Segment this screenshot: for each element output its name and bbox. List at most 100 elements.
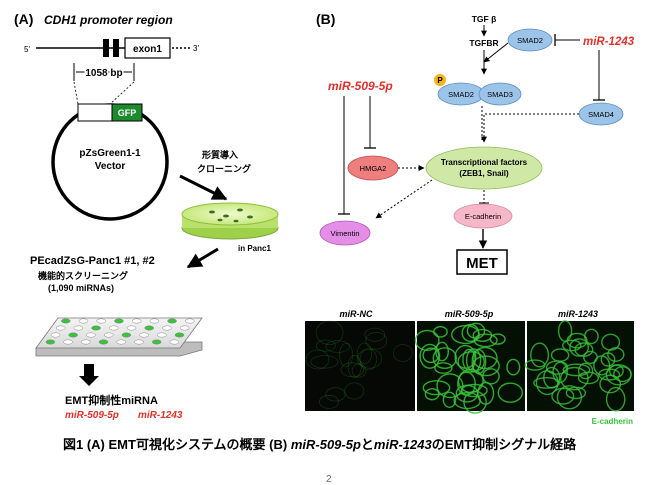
caption-mir2: miR-1243: [373, 437, 432, 452]
cell-outline: [357, 348, 383, 369]
plate-well: [61, 318, 71, 324]
smad2-top-node: [507, 28, 553, 52]
promoter-block-1: [103, 39, 109, 57]
plate-well: [167, 318, 177, 324]
plate-well: [174, 332, 185, 338]
plate-well: [157, 332, 167, 338]
cell-outline: [457, 351, 486, 373]
result-mir-1243: miR-1243: [138, 410, 183, 421]
micro-cells-nc: [305, 320, 413, 409]
vector-name-line2: Vector: [95, 161, 126, 172]
smad3-node: [478, 82, 522, 106]
cell-outline: [347, 354, 362, 379]
plate-well: [185, 318, 195, 324]
plate-well: [81, 339, 91, 345]
cell-line-arrow: [186, 247, 219, 269]
cell-outline: [613, 366, 632, 383]
cell-outline: [562, 363, 591, 377]
five-prime-label: 5': [24, 45, 30, 54]
cell-outline: [482, 368, 500, 385]
cell-outline: [562, 339, 582, 352]
cell-outline: [473, 333, 498, 348]
plate-well: [149, 318, 160, 324]
figure-caption: 図1 (A) EMT可視化システムの概要 (B) miR-509-5pとmiR-…: [63, 434, 576, 453]
plate-well: [109, 325, 119, 331]
caption-mir1: miR-509-5p: [290, 437, 361, 452]
cell-outline: [364, 327, 386, 342]
cell-outline: [524, 359, 546, 371]
cell-outline: [356, 342, 372, 365]
plate-well: [91, 325, 101, 331]
cell-outline: [497, 382, 523, 403]
smad4-label: SMAD4: [588, 110, 614, 119]
micro-label-1243: miR-1243: [558, 309, 598, 319]
phospho-circle: [434, 74, 446, 86]
promoter-insert-box: [77, 103, 113, 122]
cell-outline: [325, 387, 346, 402]
cell-outline: [422, 380, 451, 396]
micro-cells-1243: [524, 320, 632, 412]
cell-outline: [424, 388, 440, 401]
cell-outline: [545, 360, 569, 375]
met-label: MET: [466, 255, 498, 272]
plate-well: [103, 332, 114, 338]
cell-outline: [351, 363, 367, 378]
plate-well: [50, 332, 61, 338]
page-number: 2: [326, 474, 332, 485]
length-label: 1058 bp: [85, 68, 122, 79]
cell-outline: [315, 320, 344, 345]
plate-well: [78, 318, 89, 324]
plate-well: [116, 339, 127, 345]
cell-outline: [365, 331, 388, 350]
plate-well: [68, 332, 78, 338]
cell-outline: [569, 338, 589, 357]
cell-outline: [460, 383, 488, 398]
cell-outline: [432, 347, 457, 369]
plate-well: [144, 325, 154, 331]
cell-outline: [435, 341, 449, 362]
cell-outline: [305, 349, 330, 370]
cell-outline: [392, 344, 413, 362]
multiwell-plate: [35, 317, 203, 357]
plate-well: [114, 318, 124, 324]
plate-well: [45, 339, 56, 345]
hmga2-label: HMGA2: [360, 164, 387, 173]
cell-outline: [584, 328, 599, 345]
culture-dish: [181, 202, 279, 240]
ecadherin-label: E-cadherin: [465, 212, 501, 221]
micro-ecadherin-caption: E-cadherin: [592, 417, 633, 426]
cell-outline: [419, 343, 441, 369]
plate-well: [73, 325, 84, 331]
in-panc1-label: in Panc1: [238, 244, 271, 253]
tf-label-2: (ZEB1, Snail): [459, 169, 509, 178]
mir-1243-label: miR-1243: [583, 36, 635, 48]
transfection-arrow: [179, 174, 228, 201]
plate-well: [162, 325, 172, 331]
cell-outline: [325, 340, 351, 353]
caption-part1: 図1 (A) EMT可視化システムの概要 (B): [63, 437, 291, 452]
tf-label-1: Transcriptional factors: [441, 158, 528, 167]
zoom-line-left: [73, 81, 79, 105]
plate-well: [179, 325, 190, 331]
three-prime-label: 3': [193, 44, 199, 53]
panel-a-label: (A): [14, 11, 33, 27]
cell-outline: [315, 339, 336, 352]
plate-well: [98, 339, 109, 345]
smad3-label: SMAD3: [487, 90, 513, 99]
smad2-top-label: SMAD2: [517, 36, 543, 45]
cell-outline: [530, 342, 550, 368]
plate-well: [139, 332, 149, 338]
transcription-factors-node: [425, 146, 543, 190]
cell-outline: [607, 347, 625, 362]
plate-well: [96, 318, 106, 324]
cell-outline: [453, 392, 482, 410]
cell-outline: [566, 332, 588, 349]
cell-outline: [434, 362, 453, 374]
plate-well: [121, 332, 132, 338]
smad2-complex-label: SMAD2: [448, 90, 474, 99]
result-arrow-head: [79, 376, 99, 386]
cell-outline: [471, 355, 500, 377]
cell-outline: [599, 374, 622, 394]
result-mir-509: miR-509-5p: [65, 410, 119, 421]
micro-label-509: miR-509-5p: [445, 309, 494, 319]
